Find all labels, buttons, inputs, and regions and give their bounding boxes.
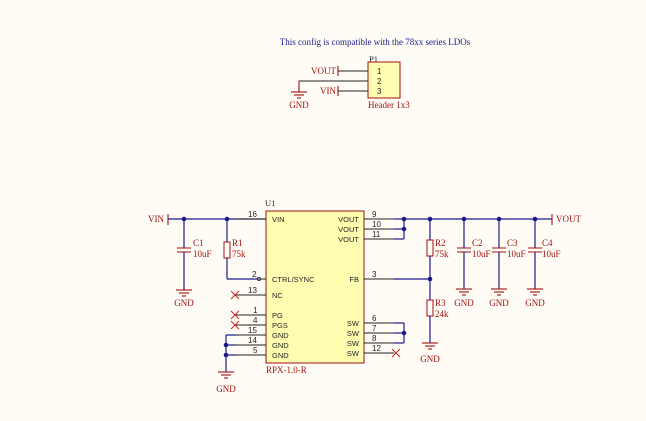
vin-port: VIN bbox=[148, 214, 169, 225]
svg-text:8: 8 bbox=[372, 334, 377, 343]
svg-text:15: 15 bbox=[248, 326, 257, 335]
capacitor-c3[interactable]: C3 10uF GND bbox=[489, 219, 526, 308]
svg-text:14: 14 bbox=[248, 336, 257, 345]
svg-text:10uF: 10uF bbox=[542, 249, 561, 259]
header-net-gnd: GND bbox=[289, 100, 309, 110]
svg-text:VOUT: VOUT bbox=[338, 225, 359, 234]
header-p1[interactable]: P1 1 2 3 Header 1x3 VOUT VIN GND bbox=[289, 54, 410, 110]
svg-text:6: 6 bbox=[372, 314, 377, 323]
svg-text:13: 13 bbox=[248, 286, 257, 295]
svg-text:12: 12 bbox=[372, 344, 381, 353]
svg-text:R1: R1 bbox=[232, 238, 243, 248]
svg-text:16: 16 bbox=[248, 210, 257, 219]
svg-text:10uF: 10uF bbox=[193, 249, 212, 259]
svg-text:5: 5 bbox=[253, 346, 258, 355]
gnd-symbol-ic: GND bbox=[216, 371, 236, 394]
svg-text:7: 7 bbox=[372, 324, 377, 333]
header-net-vout: VOUT bbox=[311, 66, 336, 76]
svg-text:GND: GND bbox=[272, 331, 289, 340]
svg-text:FB: FB bbox=[349, 275, 359, 284]
svg-text:11: 11 bbox=[372, 230, 381, 239]
capacitor-c1[interactable]: C1 10uF GND bbox=[174, 219, 212, 308]
ic-designator: U1 bbox=[265, 198, 275, 208]
svg-text:10uF: 10uF bbox=[507, 249, 526, 259]
header-pin-2: 2 bbox=[377, 77, 382, 86]
svg-text:VIN: VIN bbox=[148, 214, 164, 224]
svg-text:R3: R3 bbox=[435, 298, 446, 308]
header-net-vin: VIN bbox=[320, 86, 336, 96]
svg-text:75k: 75k bbox=[435, 249, 449, 259]
svg-text:C3: C3 bbox=[507, 238, 518, 248]
svg-text:GND: GND bbox=[525, 298, 545, 308]
svg-text:VIN: VIN bbox=[272, 215, 285, 224]
svg-text:4: 4 bbox=[253, 316, 258, 325]
svg-text:C4: C4 bbox=[542, 238, 553, 248]
svg-text:PGS: PGS bbox=[272, 321, 288, 330]
svg-text:VOUT: VOUT bbox=[338, 235, 359, 244]
svg-text:R2: R2 bbox=[435, 238, 446, 248]
header-body bbox=[367, 61, 401, 99]
svg-text:SW: SW bbox=[347, 329, 360, 338]
svg-text:GND: GND bbox=[272, 351, 289, 360]
svg-text:VOUT: VOUT bbox=[338, 215, 359, 224]
header-pin-1: 1 bbox=[377, 67, 382, 76]
svg-text:SW: SW bbox=[347, 349, 360, 358]
svg-text:GND: GND bbox=[489, 298, 509, 308]
svg-text:10: 10 bbox=[372, 220, 381, 229]
svg-text:9: 9 bbox=[372, 210, 377, 219]
svg-text:NC: NC bbox=[272, 291, 283, 300]
header-designator: P1 bbox=[369, 54, 378, 64]
vout-port: VOUT bbox=[551, 214, 581, 225]
svg-text:SW: SW bbox=[347, 319, 360, 328]
ic-part-number: RPX-1.0-R bbox=[266, 365, 307, 375]
capacitor-c4[interactable]: C4 10uF GND bbox=[525, 219, 561, 308]
resistor-r3[interactable]: R3 24k GND bbox=[420, 298, 449, 364]
capacitor-c2[interactable]: C2 10uF GND bbox=[454, 219, 491, 308]
svg-text:GND: GND bbox=[216, 384, 236, 394]
svg-text:SW: SW bbox=[347, 339, 360, 348]
ic-body bbox=[265, 210, 365, 364]
svg-text:PG: PG bbox=[272, 311, 283, 320]
svg-text:24k: 24k bbox=[435, 309, 449, 319]
svg-text:CTRL/SYNC: CTRL/SYNC bbox=[272, 275, 315, 284]
svg-text:75k: 75k bbox=[232, 249, 246, 259]
resistor-r1[interactable]: R1 75k bbox=[223, 219, 258, 280]
svg-text:C1: C1 bbox=[193, 238, 204, 248]
svg-text:GND: GND bbox=[454, 298, 474, 308]
svg-text:3: 3 bbox=[372, 270, 377, 279]
svg-text:10uF: 10uF bbox=[472, 249, 491, 259]
svg-text:1: 1 bbox=[253, 306, 258, 315]
svg-text:GND: GND bbox=[174, 298, 194, 308]
no-connect-markers bbox=[230, 290, 401, 358]
svg-text:GND: GND bbox=[272, 341, 289, 350]
svg-text:C2: C2 bbox=[472, 238, 483, 248]
svg-text:GND: GND bbox=[420, 354, 440, 364]
compatibility-note: This config is compatible with the 78xx … bbox=[280, 37, 471, 47]
svg-text:VOUT: VOUT bbox=[556, 214, 581, 224]
header-pin-3: 3 bbox=[377, 87, 382, 96]
resistor-r2[interactable]: R2 75k bbox=[426, 219, 449, 300]
header-comment: Header 1x3 bbox=[368, 100, 410, 110]
svg-text:2: 2 bbox=[252, 270, 257, 279]
ic-u1[interactable]: U1 RPX-1.0-R 16 2 13 1 4 15 14 5 VIN CTR… bbox=[236, 198, 394, 375]
